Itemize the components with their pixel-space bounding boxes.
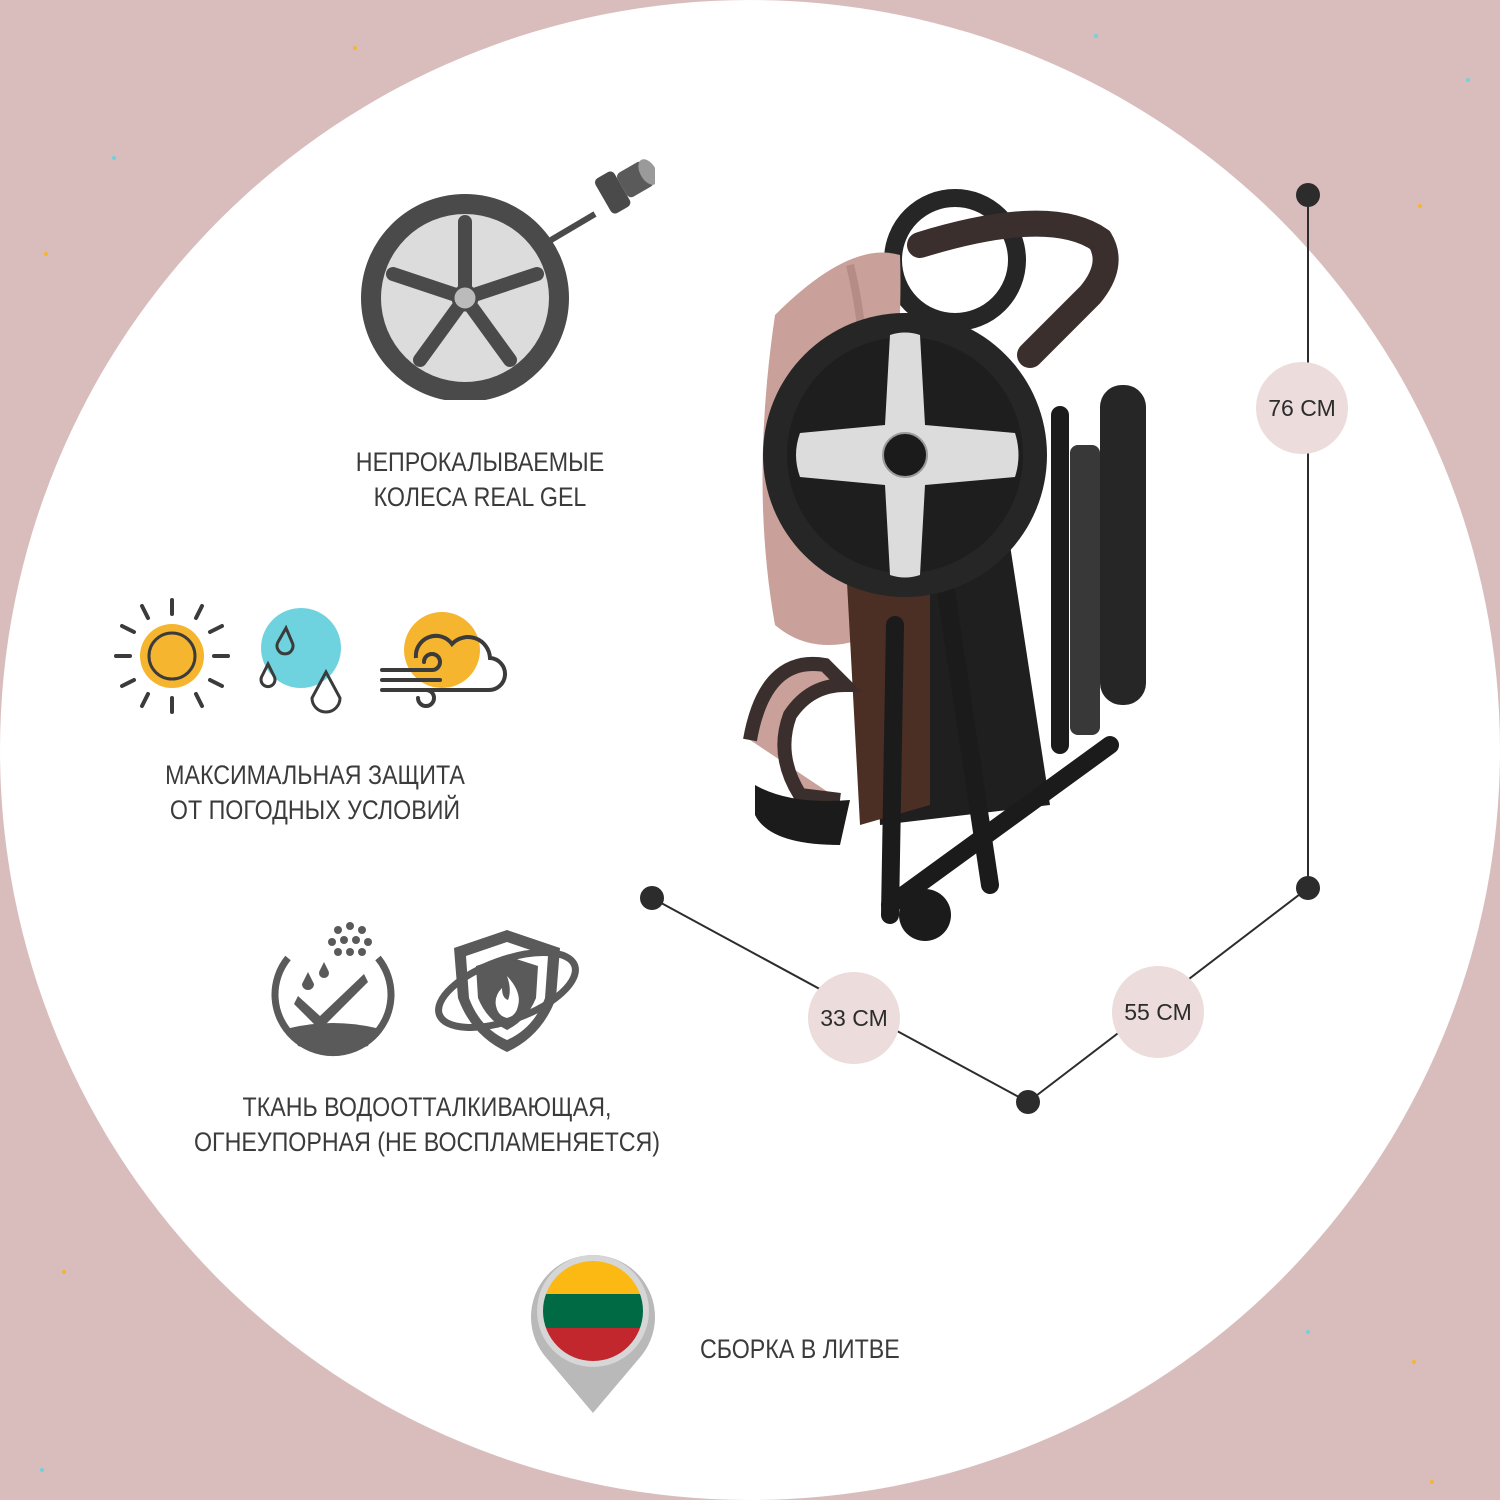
confetti-dot bbox=[1094, 34, 1098, 38]
confetti-dot bbox=[1306, 1330, 1310, 1334]
confetti-dot bbox=[1466, 78, 1470, 82]
feature-weather-line1: МАКСИМАЛЬНАЯ ЗАЩИТА bbox=[165, 760, 465, 790]
feature-wheels-line1: НЕПРОКАЛЫВАЕМЫЕ bbox=[355, 447, 605, 477]
feature-wheels-line2: КОЛЕСА REAL GEL bbox=[373, 482, 587, 513]
confetti-dot bbox=[1412, 1360, 1416, 1364]
feature-fabric-text: ТКАНЬ ВОДООТТАЛКИВАЮЩАЯ, ОГНЕУПОРНАЯ (НЕ… bbox=[165, 1090, 690, 1160]
origin-label: СБОРКА В ЛИТВЕ bbox=[700, 1334, 900, 1364]
feature-weather-text: МАКСИМАЛЬНАЯ ЗАЩИТА ОТ ПОГОДНЫХ УСЛОВИЙ bbox=[143, 758, 487, 828]
confetti-dot bbox=[62, 1270, 66, 1274]
feature-wheels-text: НЕПРОКАЛЫВАЕМЫЕ КОЛЕСА REAL GEL bbox=[308, 445, 652, 515]
width-dimension-label: 55 СМ bbox=[1112, 966, 1204, 1058]
lithuania-flag-pin-icon bbox=[531, 1255, 655, 1413]
confetti-dot bbox=[40, 1468, 44, 1472]
water-repellent-icon bbox=[271, 922, 395, 1057]
feature-fabric-line1: ТКАНЬ ВОДООТТАЛКИВАЮЩАЯ, bbox=[242, 1092, 612, 1122]
confetti-dot bbox=[44, 252, 48, 256]
height-dimension-label: 76 СМ bbox=[1256, 362, 1348, 454]
confetti-dot bbox=[353, 46, 357, 50]
feature-fabric-line2: ОГНЕУПОРНАЯ (НЕ ВОСПЛАМЕНЯЕТСЯ) bbox=[193, 1127, 661, 1158]
feature-weather-line2: ОТ ПОГОДНЫХ УСЛОВИЙ bbox=[169, 795, 461, 826]
wind-cloud-icon bbox=[380, 612, 507, 708]
folded-stroller-image bbox=[743, 189, 1146, 941]
confetti-dot bbox=[112, 156, 116, 160]
fire-shield-icon bbox=[435, 930, 579, 1052]
confetti-dot bbox=[1430, 1480, 1434, 1484]
sun-icon bbox=[114, 598, 230, 714]
confetti-dot bbox=[1418, 204, 1422, 208]
gel-wheel-icon bbox=[361, 159, 655, 400]
rain-drops-icon bbox=[259, 608, 342, 714]
depth-dimension-label: 33 СМ bbox=[808, 972, 900, 1064]
